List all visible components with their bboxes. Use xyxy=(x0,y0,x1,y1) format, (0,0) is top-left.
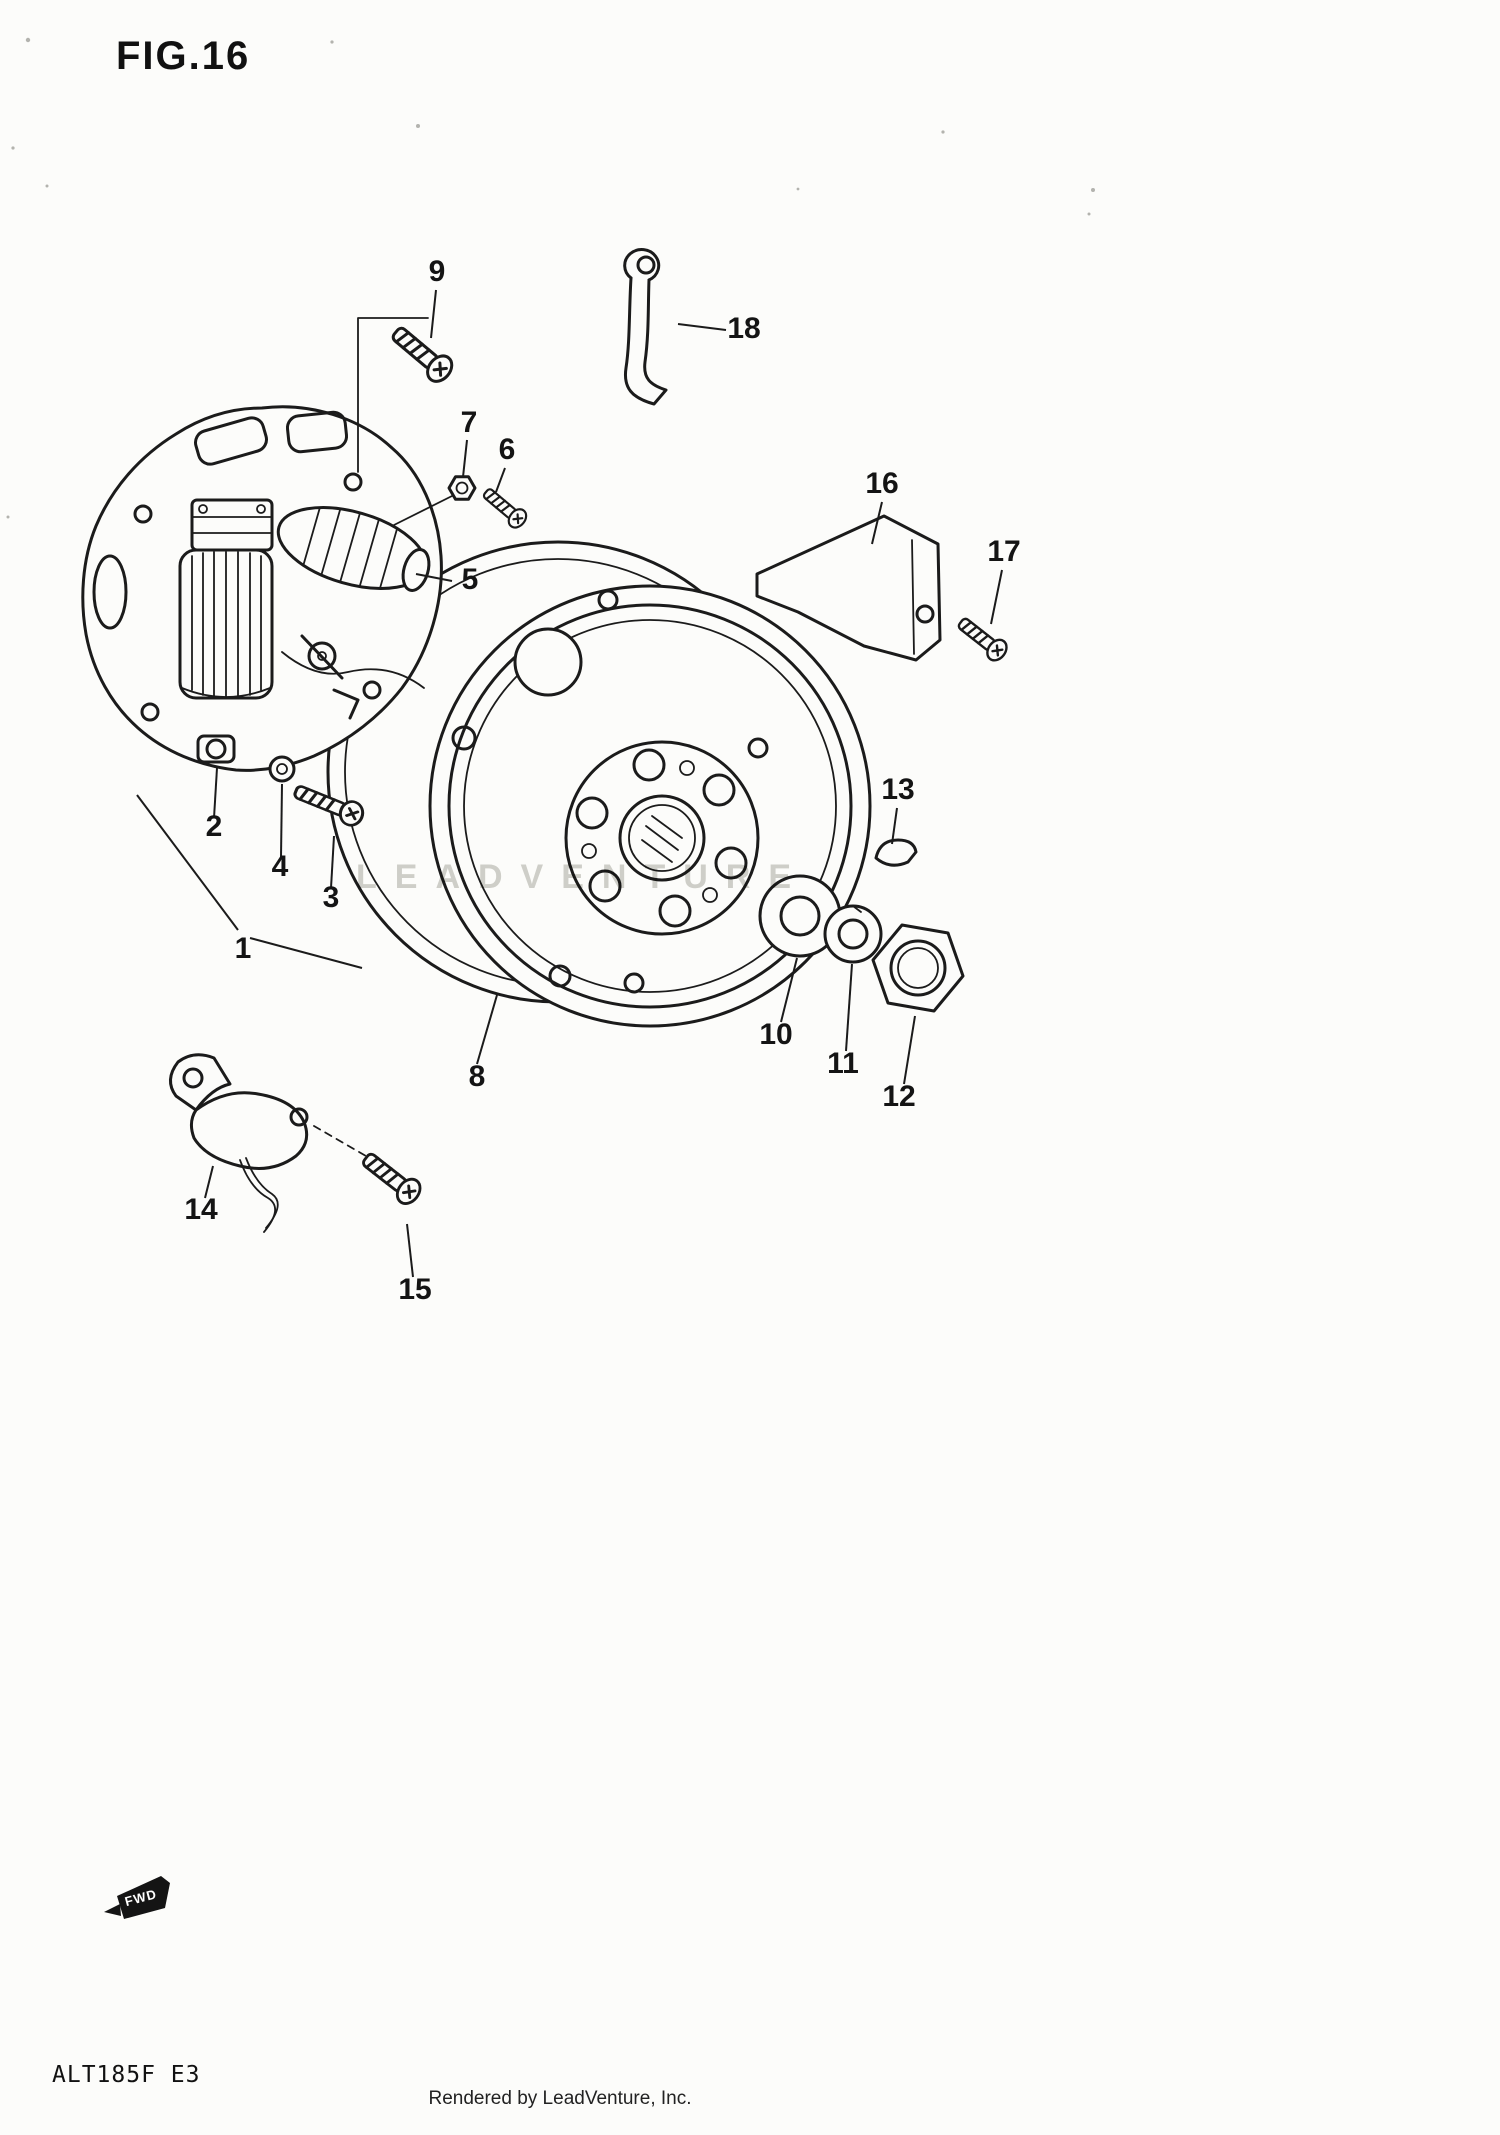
screw-17 xyxy=(952,611,1012,666)
svg-text:11[interactable]: 11 xyxy=(827,1047,859,1080)
screw-9 xyxy=(385,319,459,388)
scan-artifacts xyxy=(6,37,1095,519)
screw-6 xyxy=(478,483,531,533)
svg-text:18[interactable]: 18 xyxy=(727,312,760,345)
svg-text:12[interactable]: 12 xyxy=(882,1080,915,1113)
svg-text:1[interactable]: 1 xyxy=(235,932,252,965)
svg-text:16[interactable]: 16 xyxy=(865,467,898,500)
coil-core xyxy=(190,498,274,552)
svg-text:6[interactable]: 6 xyxy=(499,433,516,466)
bracket-18 xyxy=(623,248,668,406)
coil-horn xyxy=(276,506,428,590)
watermark-text: LEADVENTURE xyxy=(356,858,810,896)
svg-text:5[interactable]: 5 xyxy=(462,563,479,596)
fwd-flag-icon xyxy=(117,1876,170,1919)
spring-washer-11 xyxy=(823,904,883,964)
part-callout-12[interactable]: 12 xyxy=(882,1015,916,1113)
ignition-coil xyxy=(178,548,274,700)
part-callout-16[interactable]: 16 xyxy=(865,467,899,545)
svg-text:13[interactable]: 13 xyxy=(881,773,914,806)
part-callout-17[interactable]: 17 xyxy=(987,535,1021,625)
part-callout-13[interactable]: 13 xyxy=(881,773,915,845)
part-callout-9[interactable]: 9 xyxy=(429,255,446,339)
part-callout-3[interactable]: 3 xyxy=(323,835,340,914)
part-callout-10[interactable]: 10 xyxy=(759,957,798,1051)
part-callout-8[interactable]: 8 xyxy=(469,994,498,1093)
render-credit: Rendered by LeadVenture, Inc. xyxy=(428,2088,692,2109)
part-callout-7[interactable]: 7 xyxy=(461,406,478,478)
part-callout-18[interactable]: 18 xyxy=(677,312,761,345)
nut-7 xyxy=(447,475,477,501)
part-callout-2[interactable]: 2 xyxy=(206,767,223,843)
coil-mount-tab xyxy=(196,734,236,764)
part-callout-1[interactable]: 1 xyxy=(136,794,363,969)
bracket-16 xyxy=(755,514,942,662)
bolt-15 xyxy=(356,1146,427,1210)
figure-title: FIG.16 xyxy=(116,34,251,78)
washer-4 xyxy=(268,755,296,783)
fwd-marker: FWD xyxy=(104,1876,170,1919)
model-code: ALT185F E3 xyxy=(52,2062,201,2088)
svg-text:14[interactable]: 14 xyxy=(184,1193,218,1226)
svg-text:2[interactable]: 2 xyxy=(206,810,223,843)
fwd-arrow-icon xyxy=(104,1904,121,1916)
part-callout-11[interactable]: 11 xyxy=(827,963,859,1080)
svg-text:17[interactable]: 17 xyxy=(987,535,1020,568)
part-callout-5[interactable]: 5 xyxy=(415,563,479,596)
svg-text:3[interactable]: 3 xyxy=(323,881,340,914)
key-13 xyxy=(874,838,918,867)
svg-text:8[interactable]: 8 xyxy=(469,1060,486,1093)
stator-assembly xyxy=(81,317,453,772)
nut-12 xyxy=(871,923,965,1013)
pickup-assembly xyxy=(169,1053,367,1233)
svg-text:15[interactable]: 15 xyxy=(398,1273,431,1306)
svg-text:4[interactable]: 4 xyxy=(272,850,289,883)
svg-text:7[interactable]: 7 xyxy=(461,406,478,439)
svg-text:9[interactable]: 9 xyxy=(429,255,446,288)
part-callout-14[interactable]: 14 xyxy=(184,1165,218,1226)
part-callout-4[interactable]: 4 xyxy=(272,783,289,883)
svg-text:10[interactable]: 10 xyxy=(759,1018,792,1051)
part-callout-6[interactable]: 6 xyxy=(495,433,516,493)
part-callout-15[interactable]: 15 xyxy=(398,1223,432,1306)
